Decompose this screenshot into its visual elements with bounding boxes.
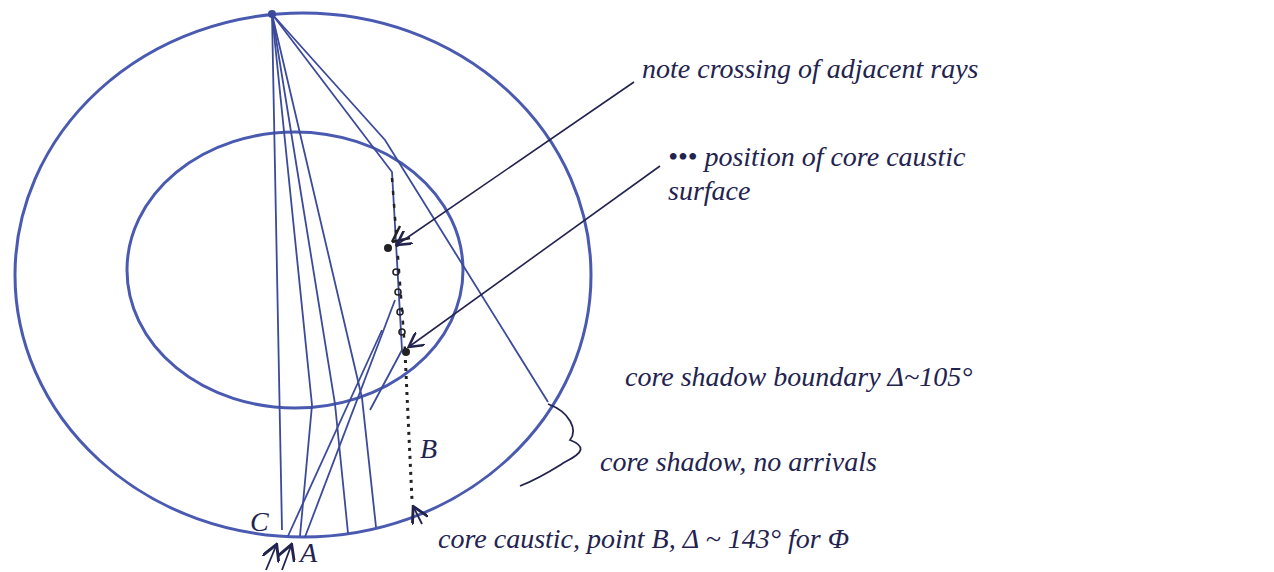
point-letter: C: [250, 505, 269, 539]
note-label: core shadow boundary Δ~105°: [625, 360, 972, 394]
point-letter: B: [420, 432, 437, 466]
note-label: ••• position of core caustic surface: [668, 140, 1048, 207]
note-label: core caustic, point B, Δ ~ 143° for Φ: [438, 522, 849, 556]
note-label: core shadow, no arrivals: [600, 445, 877, 479]
point-letter: A: [300, 536, 317, 570]
note-label: note crossing of adjacent rays: [642, 52, 992, 86]
